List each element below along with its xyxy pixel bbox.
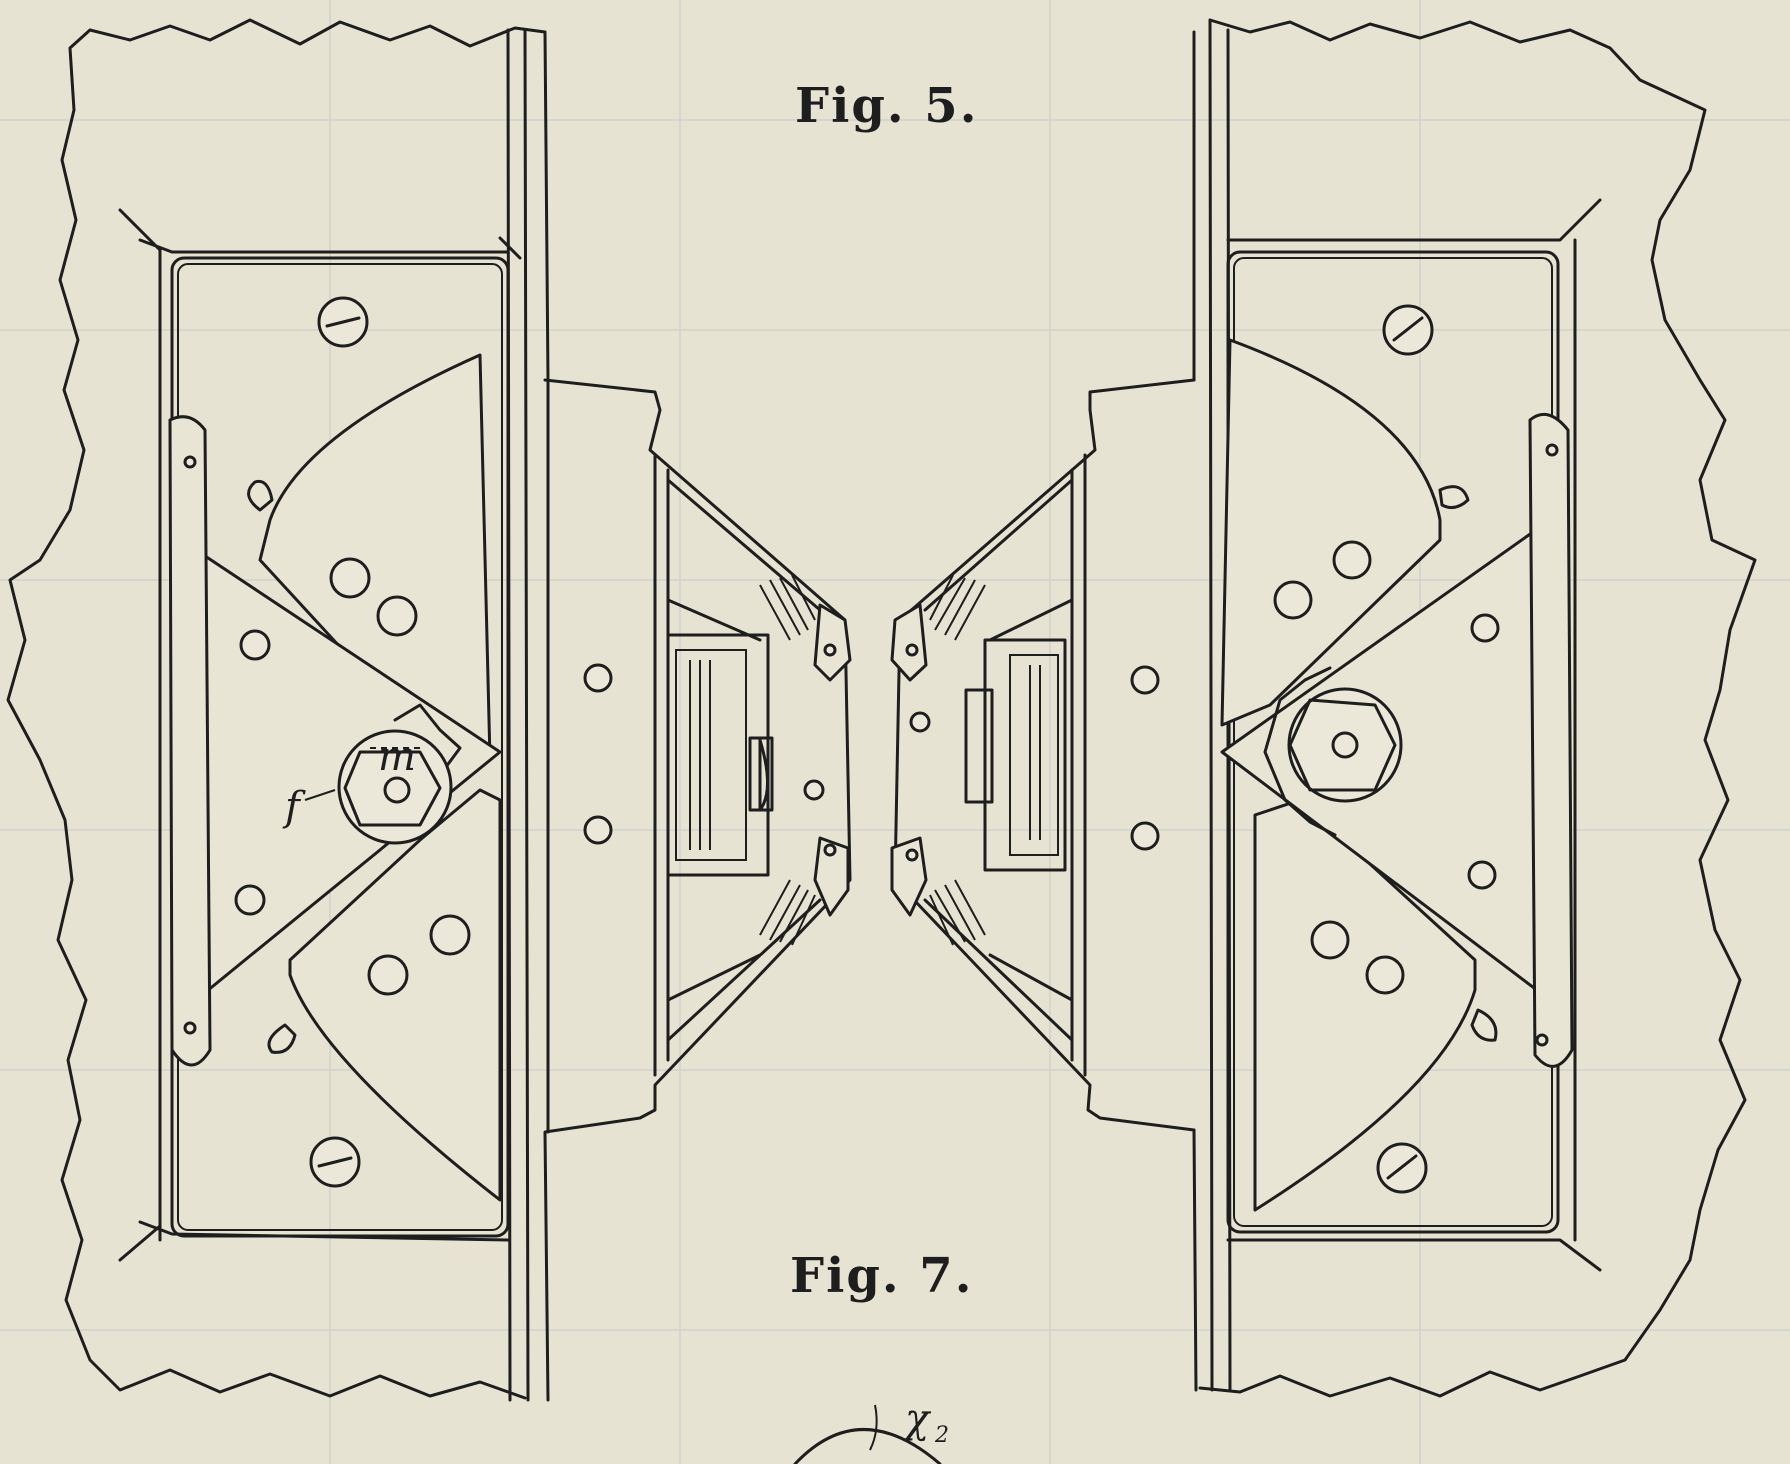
right-door-assembly [890, 18, 1757, 1398]
right-upper-cam-plate [1220, 338, 1442, 727]
right-hub [1287, 687, 1403, 803]
right-strike-face [893, 378, 1196, 1132]
label-chi-subscript: 2 [934, 1423, 949, 1448]
fig7-partial: χ 2 [793, 1396, 949, 1464]
left-lower-cam-plate [288, 788, 502, 1202]
right-top-screw [1382, 304, 1434, 356]
right-side-strip [1528, 412, 1574, 1068]
left-side-strip [168, 415, 212, 1067]
left-bottom-screw [309, 1136, 361, 1188]
hub-label-m: m [378, 734, 416, 780]
left-top-screw [317, 296, 369, 348]
right-bottom-screw [1376, 1142, 1428, 1194]
left-torn-frame [6, 18, 547, 1400]
figure-caption-top: Fig. 5. [795, 78, 978, 134]
label-chi: χ [902, 1396, 932, 1442]
left-lock-face [543, 378, 852, 1402]
right-torn-frame [1198, 18, 1757, 1398]
figure-caption-bottom: Fig. 7. [790, 1248, 973, 1304]
left-door-assembly: m f [6, 18, 852, 1402]
left-hub: m [337, 729, 453, 845]
right-lower-cam-plate [1253, 798, 1477, 1212]
